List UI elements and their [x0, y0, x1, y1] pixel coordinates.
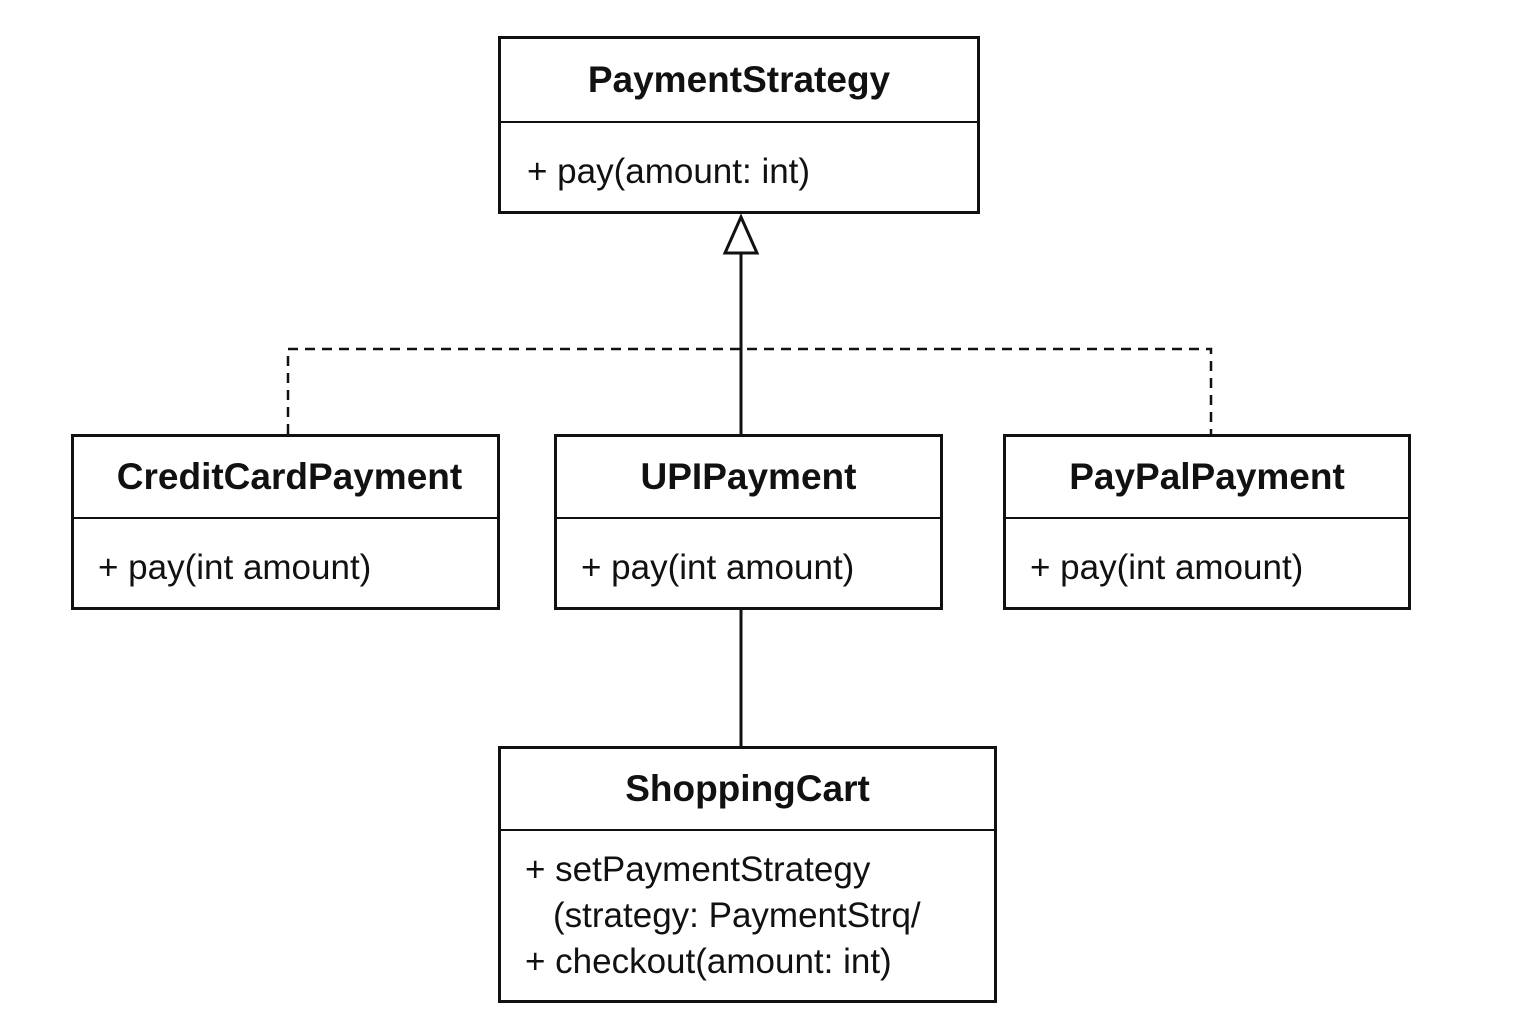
- class-name: CreditCardPayment: [74, 437, 497, 519]
- operation: + checkout(amount: int): [525, 942, 892, 981]
- operation: + pay(int amount): [581, 548, 855, 587]
- class-name: ShoppingCart: [501, 749, 994, 831]
- class-operations: + pay(int amount): [74, 519, 497, 591]
- class-credit-card-payment[interactable]: CreditCardPayment + pay(int amount): [71, 434, 500, 610]
- class-operations: + pay(int amount): [1006, 519, 1408, 591]
- class-upi-payment[interactable]: UPIPayment + pay(int amount): [554, 434, 943, 610]
- class-name: PayPalPayment: [1006, 437, 1408, 519]
- inheritance-arrowhead-icon: [722, 213, 760, 255]
- operation: + pay(int amount): [1030, 548, 1304, 587]
- class-payment-strategy[interactable]: PaymentStrategy + pay(amount: int): [498, 36, 980, 214]
- operation: + pay(amount: int): [527, 152, 811, 191]
- class-paypal-payment[interactable]: PayPalPayment + pay(int amount): [1003, 434, 1411, 610]
- class-shopping-cart[interactable]: ShoppingCart + setPaymentStrategy (strat…: [498, 746, 997, 1003]
- operation: + pay(int amount): [98, 548, 372, 587]
- class-name: UPIPayment: [557, 437, 940, 519]
- class-operations: + setPaymentStrategy (strategy: PaymentS…: [501, 831, 994, 985]
- operation: + setPaymentStrategy: [525, 850, 871, 889]
- class-name: PaymentStrategy: [501, 39, 977, 123]
- class-operations: + pay(amount: int): [501, 123, 977, 195]
- operation-continuation: (strategy: PaymentStrq/: [553, 896, 921, 935]
- class-operations: + pay(int amount): [557, 519, 940, 591]
- realization-dashed-connector: [286, 347, 1213, 434]
